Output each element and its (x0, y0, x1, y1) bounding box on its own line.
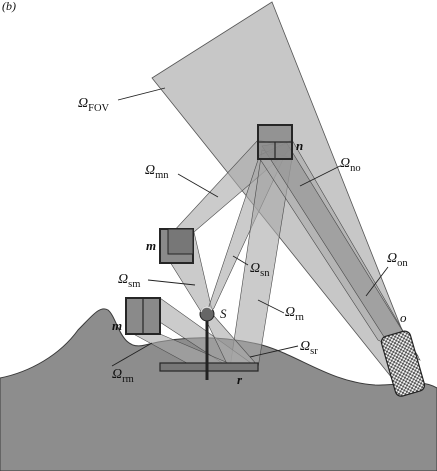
leader-lines (111, 87, 389, 367)
label-omega-sn: Ωsn (250, 261, 270, 279)
point-label-n: n (296, 138, 303, 153)
sensor-icon (199, 306, 215, 380)
patch-r (159, 362, 259, 372)
label-omega-rm: Ωrm (112, 367, 134, 385)
label-omega-sm: Ωsm (118, 272, 140, 290)
checkered-target-icon (380, 330, 426, 397)
point-label-r: r (237, 372, 243, 387)
label-omega-on: Ωon (387, 251, 408, 269)
patch-n (257, 124, 293, 160)
label-omega-sr: Ωsr (300, 339, 318, 357)
point-label-m-lower: m (112, 318, 122, 333)
point-label-m-upper: m (146, 238, 156, 253)
patch-m-lower (125, 297, 161, 335)
terrain (0, 308, 437, 471)
label-omega-rn: Ωrn (285, 305, 305, 323)
point-label-s: S (220, 306, 227, 321)
point-label-o: o (400, 310, 407, 325)
label-omega-fov: ΩFOV (78, 96, 110, 114)
panel-label: (b) (2, 0, 16, 13)
patch-m-upper (159, 228, 194, 264)
label-omega-no: Ωno (340, 156, 361, 174)
label-omega-mn: Ωmn (145, 163, 169, 181)
